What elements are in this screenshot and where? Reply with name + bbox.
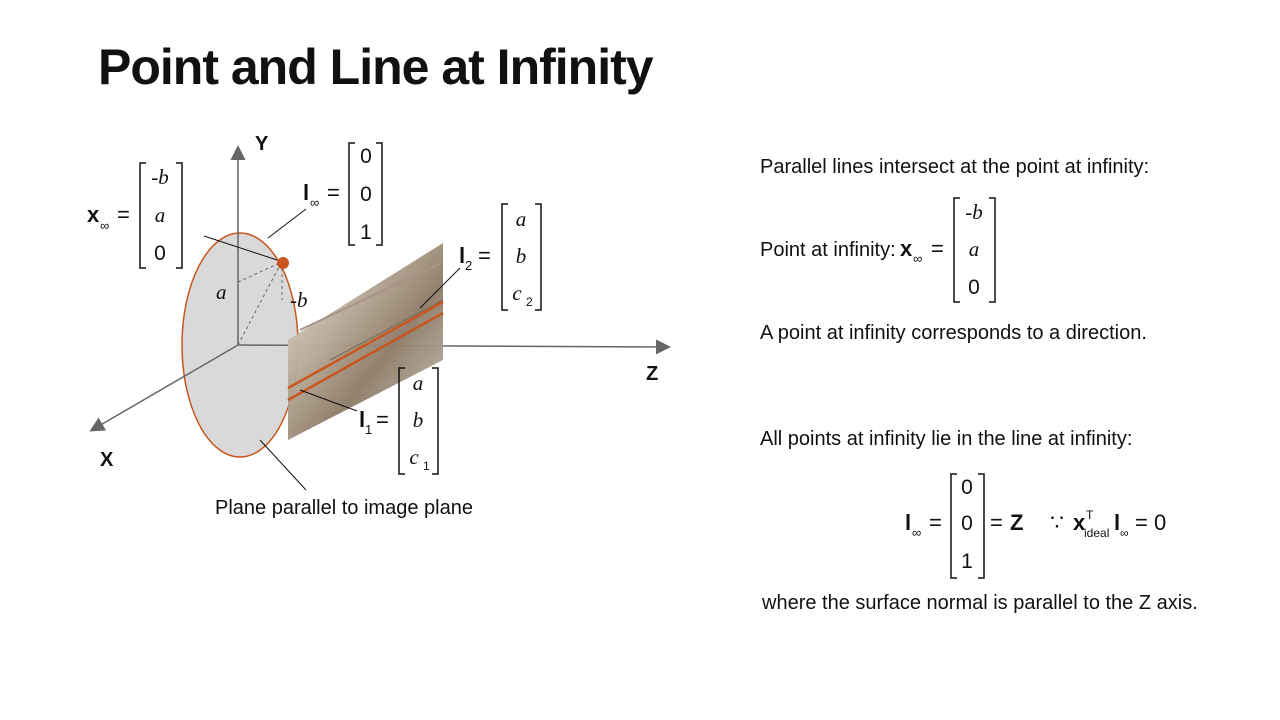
svg-text:l: l (459, 243, 465, 268)
svg-text:l: l (359, 407, 365, 432)
l1-equation: l 1 = a b c 1 (359, 367, 439, 475)
leader-l1 (299, 389, 358, 412)
svg-text:=: = (931, 236, 944, 261)
line-l2 (287, 300, 444, 390)
svg-text:0: 0 (961, 476, 973, 499)
svg-text:-b: -b (965, 200, 983, 224)
svg-text:=: = (117, 202, 130, 227)
svg-text:=: = (478, 243, 491, 268)
svg-text:x: x (900, 236, 913, 261)
point-at-infinity-equation: Point at infinity: x ∞ = -b a 0 (760, 197, 996, 303)
svg-text:∞: ∞ (913, 251, 922, 266)
parallel-lines-text: Parallel lines intersect at the point at… (760, 156, 1150, 178)
svg-text:=: = (990, 510, 1003, 535)
vector-component (237, 261, 283, 283)
svg-text:ideal: ideal (1084, 526, 1109, 540)
svg-text:c: c (512, 281, 522, 305)
svg-text:1: 1 (961, 550, 973, 573)
svg-text:∞: ∞ (310, 195, 319, 210)
svg-text:0: 0 (360, 145, 372, 168)
svg-text:l: l (303, 180, 309, 205)
svg-text:=: = (376, 407, 389, 432)
leader-l-inf (267, 208, 307, 239)
svg-text:Point at infinity:: Point at infinity: (760, 239, 896, 261)
leader-l2 (419, 267, 461, 309)
line-at-infinity-equation: l ∞ = 0 0 1 = Z ∵ x T ideal l ∞ = 0 (905, 473, 1166, 579)
direction-text: A point at infinity corresponds to a dir… (760, 322, 1147, 344)
svg-text:l: l (905, 510, 911, 535)
svg-text:l: l (1114, 510, 1120, 535)
svg-text:a: a (969, 237, 980, 261)
page-title: Point and Line at Infinity (98, 39, 654, 95)
svg-text:1: 1 (423, 459, 430, 473)
plane-caption: Plane parallel to image plane (215, 497, 473, 519)
svg-text:∵: ∵ (1050, 510, 1064, 535)
leader-x-inf (203, 235, 278, 261)
x-inf-equation: x ∞ = -b a 0 (87, 162, 183, 269)
svg-text:T: T (1086, 508, 1094, 522)
l2-equation: l 2 = a b c 2 (459, 203, 542, 311)
svg-text:c: c (409, 445, 419, 469)
svg-text:0: 0 (154, 242, 166, 265)
svg-text:0: 0 (968, 276, 980, 299)
svg-text:0: 0 (360, 183, 372, 206)
svg-text:∞: ∞ (1120, 526, 1129, 540)
svg-text:x: x (87, 202, 100, 227)
svg-text:∞: ∞ (100, 218, 109, 233)
geometry-figure: Y Z X a -b Plane parallel to image plane… (87, 133, 671, 519)
x-axis-label: X (100, 449, 114, 471)
y-axis-label: Y (255, 133, 269, 155)
svg-text:a: a (516, 207, 527, 231)
svg-text:2: 2 (526, 295, 533, 309)
svg-text:0: 0 (961, 512, 973, 535)
svg-text:1: 1 (360, 221, 372, 244)
point-at-infinity-marker (277, 257, 289, 269)
svg-text:=: = (929, 510, 942, 535)
svg-text:∞: ∞ (912, 525, 921, 540)
x-axis (89, 344, 239, 432)
surface-normal-text: where the surface normal is parallel to … (762, 592, 1198, 614)
l-inf-equation: l ∞ = 0 0 1 (303, 142, 383, 246)
svg-text:Z: Z (1010, 510, 1023, 535)
svg-text:x: x (1073, 510, 1086, 535)
negb-component-label: -b (290, 288, 308, 312)
z-axis-label: Z (646, 363, 658, 385)
svg-text:1: 1 (365, 422, 372, 437)
photo-detail (299, 261, 444, 331)
svg-text:= 0: = 0 (1135, 510, 1166, 535)
svg-text:a: a (155, 203, 166, 227)
svg-text:b: b (516, 244, 527, 268)
points-on-line-text: All points at infinity lie in the line a… (760, 428, 1133, 450)
svg-text:=: = (327, 180, 340, 205)
a-component-label: a (216, 280, 227, 304)
svg-text:b: b (413, 408, 424, 432)
svg-text:-b: -b (151, 165, 169, 189)
leader-plane (259, 439, 307, 491)
svg-text:a: a (413, 371, 424, 395)
line-l1 (287, 311, 444, 402)
photo-detail (329, 299, 444, 361)
svg-text:2: 2 (465, 258, 472, 273)
